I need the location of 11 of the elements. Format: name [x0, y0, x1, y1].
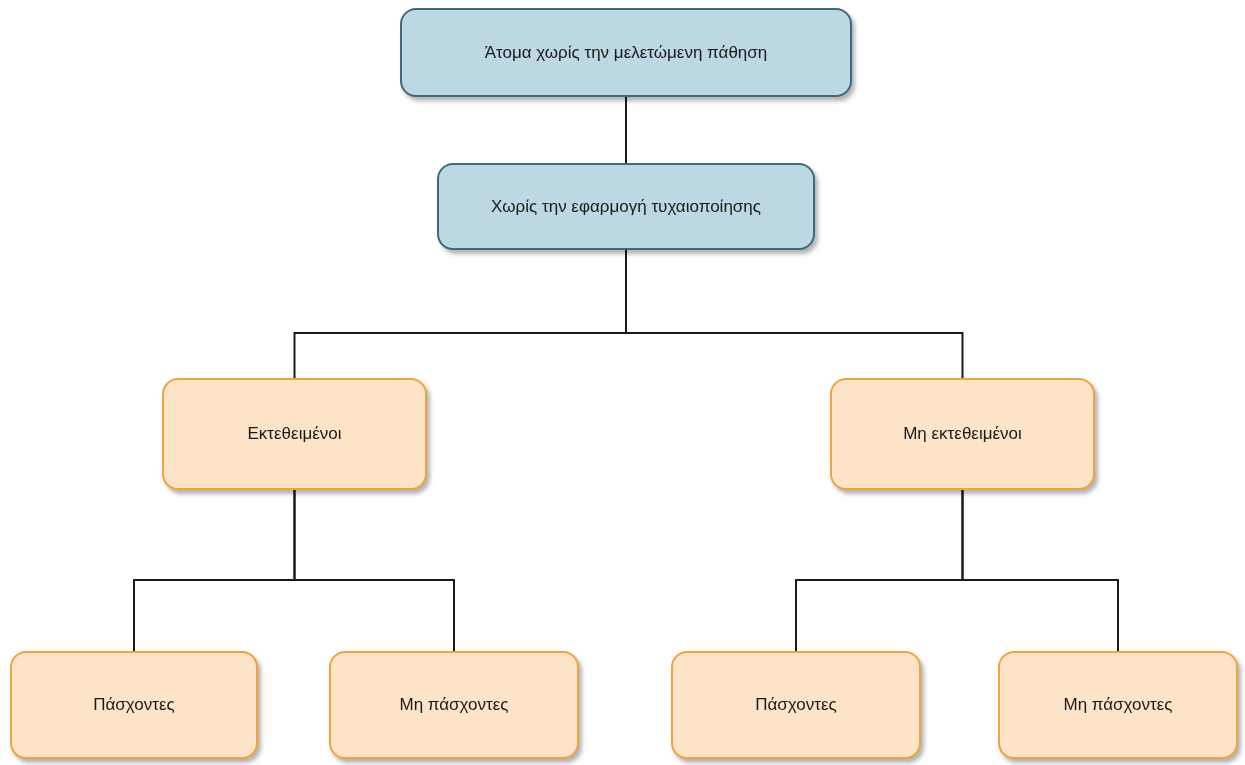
connector-line [293, 489, 455, 652]
category-box: Μη πάσχοντες [998, 651, 1238, 759]
connector-line [625, 96, 627, 164]
connector-line [961, 489, 1119, 652]
category-box: Μη εκτεθειμένοι [830, 378, 1095, 490]
category-box: Μη πάσχοντες [329, 651, 579, 759]
category-box: Εκτεθειμένοι [162, 378, 427, 490]
category-box: Πάσχοντες [10, 651, 258, 759]
process-box: Άτομα χωρίς την μελετώμενη πάθηση [400, 8, 852, 97]
process-box: Χωρίς την εφαρμογή τυχαιοποίησης [437, 163, 815, 250]
category-box: Πάσχοντες [671, 651, 921, 759]
